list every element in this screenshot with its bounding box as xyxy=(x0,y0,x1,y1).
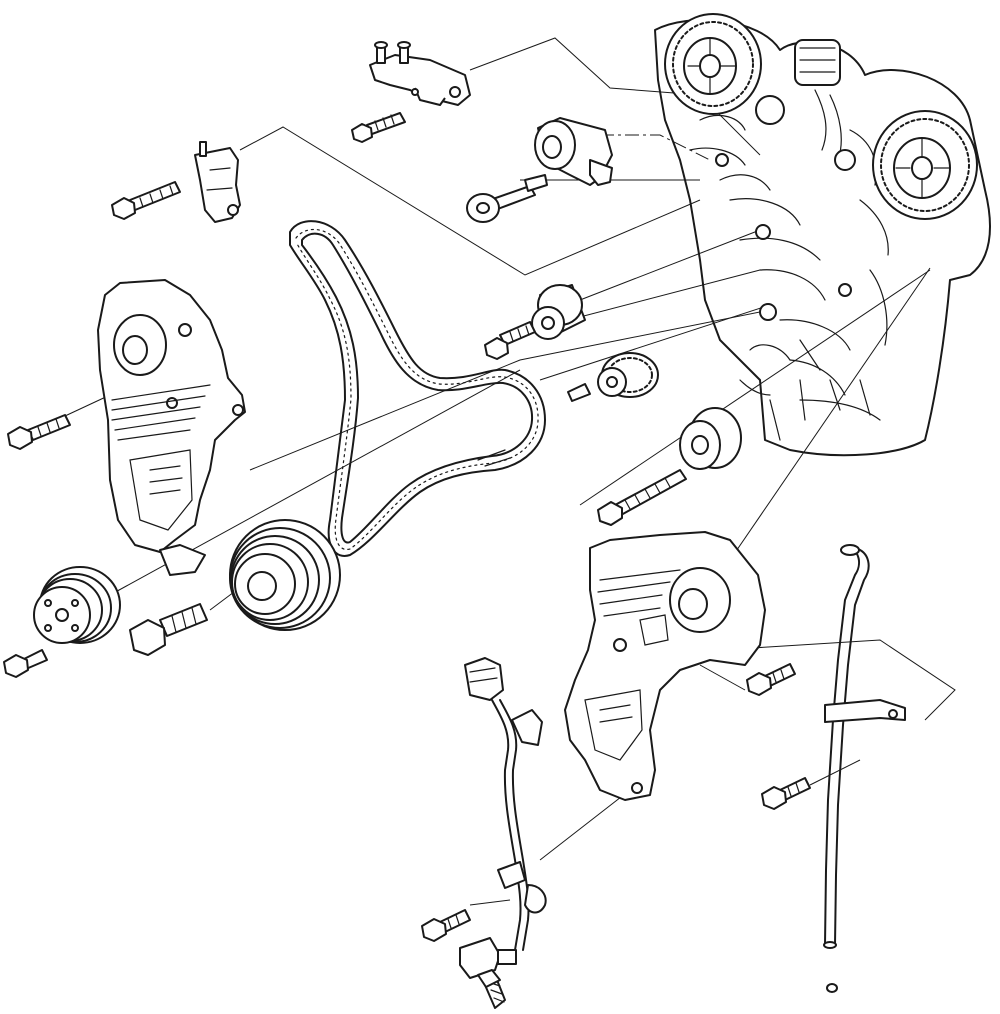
bolt-bracket-small xyxy=(111,181,181,220)
engine-block xyxy=(654,18,991,457)
bolt-crankshaft-pulley xyxy=(129,603,208,656)
belt-tensioner xyxy=(534,117,613,186)
bolt-dipstick-tube xyxy=(761,777,811,810)
bolt-water-pump-pulley xyxy=(3,649,48,678)
bolt-cover-lower xyxy=(746,663,796,696)
crankshaft-key xyxy=(567,383,591,402)
bolt-cover-upper xyxy=(7,414,71,450)
leader-lines xyxy=(34,37,956,906)
crankshaft-sprocket xyxy=(597,352,659,398)
idler-pulley-upper xyxy=(531,284,586,340)
crankshaft-pulley xyxy=(229,519,341,631)
idler-pulley-lower xyxy=(679,407,742,470)
camshaft-sprocket-right xyxy=(872,110,978,220)
engine-mount-bracket-top xyxy=(369,41,471,106)
sensor-wiring-harness xyxy=(464,657,547,951)
bolt-sensor-bracket xyxy=(421,909,471,942)
bolt-bracket-top xyxy=(351,112,406,143)
water-pump-pulley xyxy=(33,566,121,644)
camshaft-sprocket-left xyxy=(664,13,762,115)
timing-cover-lower xyxy=(564,531,766,801)
timing-belt xyxy=(289,220,546,557)
tensioner-pin-bolt xyxy=(466,174,548,223)
bolt-idler-lower xyxy=(597,469,687,526)
crank-position-sensor xyxy=(459,937,517,979)
timing-cover-upper xyxy=(97,279,246,576)
oil-dipstick-tube xyxy=(823,544,906,993)
cover-bracket-small xyxy=(194,141,241,223)
bolt-sensor xyxy=(477,969,506,1009)
bolt-idler-upper xyxy=(484,321,536,360)
